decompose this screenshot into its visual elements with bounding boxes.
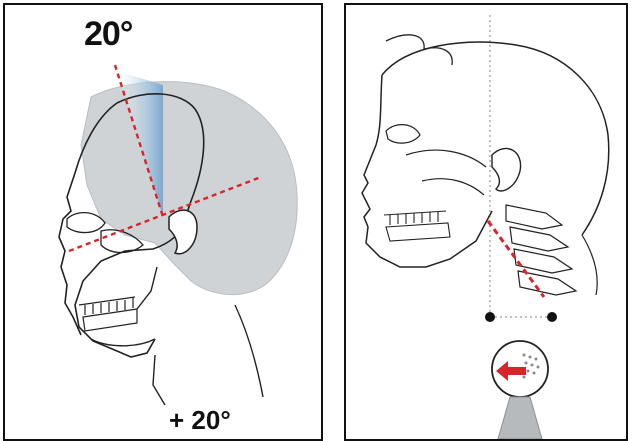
- position-dot-right: [547, 312, 557, 322]
- tilt-label: + 20°: [169, 405, 231, 436]
- angle-label: 20°: [84, 15, 132, 54]
- lower-teeth: [386, 223, 450, 241]
- upper-teeth: [384, 211, 446, 225]
- head-profile-illustration: [346, 5, 626, 439]
- head-tilt-panel: 20° + 20°: [3, 3, 323, 441]
- head-profile-panel: [344, 3, 628, 441]
- ear: [492, 148, 521, 191]
- hair-line: [386, 35, 452, 65]
- head-tilt-illustration: [5, 5, 321, 439]
- eye-socket: [386, 125, 420, 143]
- teeth-lower: [83, 309, 137, 331]
- reference-head-shadow: [81, 82, 297, 295]
- cervical-spine: [506, 205, 597, 295]
- stand-support: [498, 397, 542, 439]
- neck-line: [153, 305, 263, 405]
- cheek-contour: [406, 150, 486, 195]
- position-dot-left: [485, 312, 495, 322]
- teeth-upper: [79, 297, 135, 315]
